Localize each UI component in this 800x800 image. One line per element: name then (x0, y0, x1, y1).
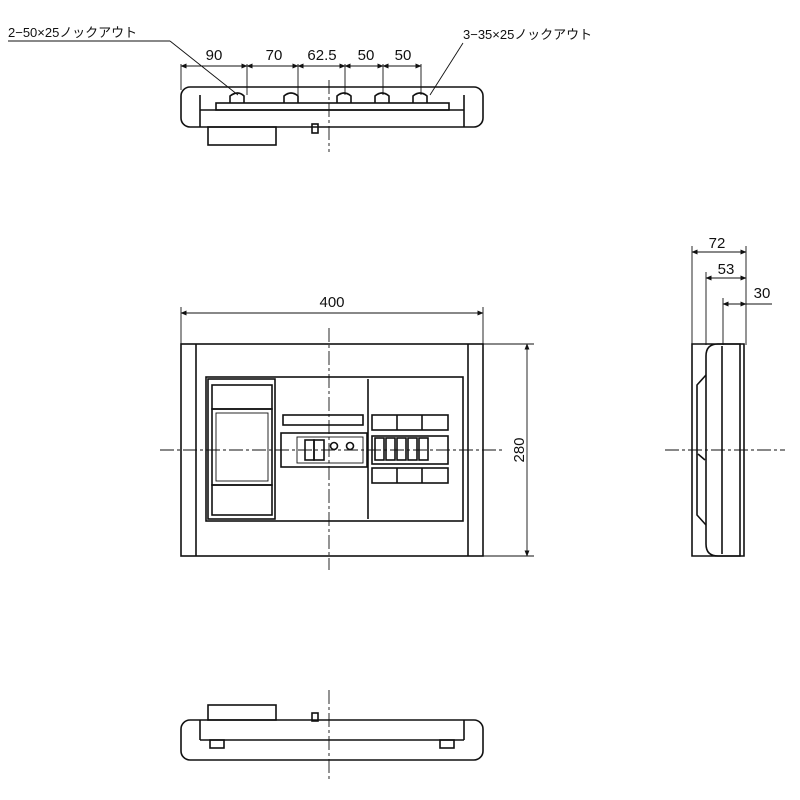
side-view-cover (705, 343, 741, 557)
indicator-lamp (345, 441, 355, 451)
dimension-depth-label: 30 (754, 285, 771, 302)
knockout-note-left: 2−50×25ノックアウト (8, 25, 137, 40)
branch-label-row-top (371, 414, 449, 431)
front-view: 400 280 (160, 294, 534, 570)
main-breaker-window-inner (215, 412, 269, 482)
side-view-tab (697, 453, 706, 461)
top-view-tab (311, 123, 319, 134)
knockout (229, 92, 245, 103)
branch-breaker (385, 437, 396, 461)
main-breaker-window (211, 408, 273, 486)
dimension-label: 50 (395, 47, 412, 64)
main-breaker-top (211, 384, 273, 410)
bottom-view-breaker-protrusion (207, 704, 277, 721)
bottom-view-tab (311, 712, 319, 722)
bottom-view-body (180, 719, 484, 761)
top-view: 2−50×25ノックアウト 3−35×25ノックアウト 90 70 62.5 5… (8, 25, 592, 152)
branch-breaker (374, 437, 385, 461)
label-strip (282, 414, 364, 426)
branch-breaker (407, 437, 418, 461)
top-view-body (180, 86, 484, 128)
bottom-view-foot (209, 739, 225, 749)
branch-breaker (396, 437, 407, 461)
knockout (336, 92, 352, 103)
bottom-view-foot (439, 739, 455, 749)
side-view: 72 53 30 (665, 235, 785, 557)
top-view-breaker-protrusion (207, 126, 277, 146)
branch-breaker (418, 437, 429, 461)
dimension-depth-label: 72 (709, 235, 726, 252)
dimension-label: 90 (206, 47, 223, 64)
main-breaker-bottom (211, 484, 273, 516)
dimension-label: 70 (266, 47, 283, 64)
dimension-height-label: 280 (511, 437, 528, 462)
knockout-note-right: 3−35×25ノックアウト (463, 27, 592, 42)
knockout (283, 92, 299, 103)
interior-panel (205, 376, 464, 522)
dimension-width-label: 400 (319, 294, 344, 311)
knockout (412, 92, 428, 103)
dimension-depth-label: 53 (718, 261, 735, 278)
dimension-label: 62.5 (307, 47, 336, 64)
knockout (374, 92, 390, 103)
indicator-lamp (329, 441, 339, 451)
dimension-label: 50 (358, 47, 375, 64)
bottom-view (180, 690, 484, 782)
top-view-rim (215, 102, 450, 111)
main-breaker-housing (207, 378, 276, 520)
branch-label-row-bottom (371, 467, 449, 484)
